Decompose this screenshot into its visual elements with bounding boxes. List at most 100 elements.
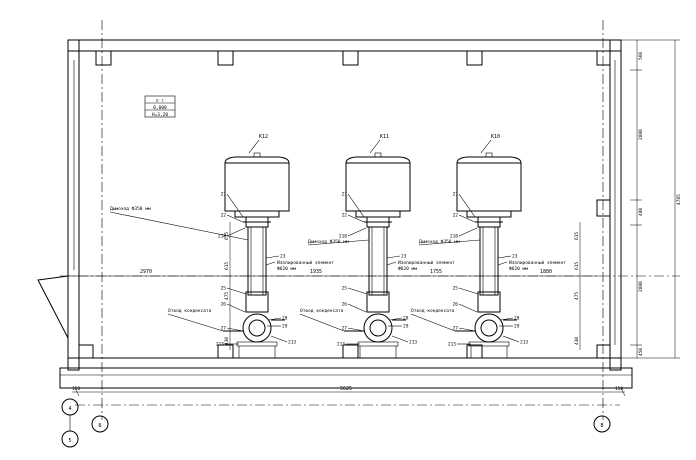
boiler-nozzle [485, 152, 493, 158]
right-dim-4: 450 [638, 348, 644, 356]
flue-label-leader [109, 211, 249, 241]
level-marker: п г 0,000 Н=3,20 [144, 95, 176, 118]
insulated-leader [386, 261, 397, 266]
part-number: 28 [514, 316, 520, 322]
part-number: 27 [221, 326, 227, 332]
inner-dim-1: 615 [224, 262, 230, 270]
building-walls [67, 39, 622, 371]
part-number: 25 [342, 286, 348, 292]
part-number: 22 [221, 213, 227, 219]
flue-label: Дымоход Ф350 мм [110, 206, 151, 212]
part-leader [389, 317, 403, 321]
part-leader [458, 193, 476, 218]
part-number: 218 [218, 234, 226, 240]
level-row-2: 0,000 [153, 105, 167, 111]
boiler-body [224, 162, 290, 212]
part-leader [386, 255, 401, 259]
inner-dim-r1: 615 [574, 262, 580, 270]
axis-markers: 4 5 Б В [61, 398, 611, 448]
part-number: 26 [221, 302, 227, 308]
boiler-base [355, 210, 401, 218]
level-row-3: Н=3,20 [152, 112, 169, 118]
condensate-leader [299, 313, 345, 332]
structural-columns [78, 50, 611, 359]
part-number: 28 [282, 316, 288, 322]
part-leader [391, 335, 409, 343]
boiler-tag: К10 [491, 134, 500, 140]
flue-label: Дымоход Ф350 мм [419, 239, 460, 245]
boiler-tag: К11 [380, 134, 389, 140]
dim-width-left: 2970 [140, 269, 152, 275]
part-number: 28 [403, 316, 409, 322]
dim-bottom-total: 5625 [340, 386, 352, 392]
part-number: 29 [514, 324, 520, 330]
insulated-label: Ф620 мм [398, 266, 417, 272]
boiler-nozzle [253, 152, 261, 158]
boiler-top [345, 156, 411, 164]
part-leader [226, 193, 244, 218]
part-number: 22 [342, 213, 348, 219]
condensate-leader [167, 313, 224, 332]
part-leader [347, 303, 367, 313]
part-leader [347, 227, 367, 237]
axis-label-b: Б [98, 423, 101, 429]
inner-dim-r2: 475 [574, 292, 580, 300]
part-number: 25 [221, 286, 227, 292]
right-dim-2: 480 [638, 208, 644, 216]
part-leader [226, 214, 244, 223]
part-number: 27 [342, 326, 348, 332]
flue-label-leader [307, 239, 370, 246]
part-leader [347, 327, 365, 332]
part-leader [226, 303, 246, 313]
flue-label-leader [418, 239, 481, 246]
entrance-canopy [37, 275, 79, 339]
flue-elbow [363, 313, 393, 343]
part-leader [500, 317, 514, 321]
flue-label: Дымоход Ф350 мм [308, 239, 349, 245]
part-leader [497, 255, 512, 259]
part-leader [347, 214, 365, 223]
part-number: 213 [216, 342, 224, 348]
part-number: 23 [401, 254, 407, 260]
boiler-nozzle [374, 152, 382, 158]
part-number: 213 [288, 340, 296, 346]
insulated-label: Ф620 мм [277, 266, 296, 272]
axis-label-5: 5 [68, 438, 71, 444]
part-leader [270, 335, 288, 343]
flue-tee [477, 291, 501, 313]
condensate-leader [410, 313, 456, 332]
flue-pipe [479, 226, 499, 296]
boiler-top [456, 156, 522, 164]
part-number: 213 [520, 340, 528, 346]
dim-right-offset: 150 [615, 386, 623, 392]
boiler-base [466, 210, 512, 218]
horizontal-dimensions: 2970 1935 1755 1880 5625 150 150 [72, 269, 626, 397]
part-leader [502, 335, 520, 343]
axis-lines [60, 20, 680, 420]
flue-pipe [247, 226, 267, 296]
flue-elbow-inner [248, 319, 266, 337]
floor-slab [59, 367, 633, 389]
boiler-body [345, 162, 411, 212]
part-number: 21 [342, 192, 348, 198]
right-dim-3: 2880 [638, 281, 644, 292]
part-leader [347, 287, 368, 295]
part-leader [347, 193, 365, 218]
support-base [236, 341, 278, 347]
part-number: 23 [280, 254, 286, 260]
boiler-top [224, 156, 290, 164]
part-leader [458, 287, 479, 295]
inner-dim-r3: 430 [574, 337, 580, 345]
part-number: 29 [282, 324, 288, 330]
inner-dim-r0: 615 [574, 232, 580, 240]
tag-leader [248, 139, 260, 154]
insulated-label: Изолированный элемент [277, 260, 334, 266]
part-number: 213 [448, 342, 456, 348]
right-dimensions: 560 2880 480 2880 450 4785 [621, 39, 682, 359]
tag-leader [369, 139, 381, 154]
level-row-1: п г [156, 99, 164, 104]
part-number: 23 [512, 254, 518, 260]
part-leader [458, 227, 478, 237]
right-dim-0: 560 [638, 52, 644, 60]
